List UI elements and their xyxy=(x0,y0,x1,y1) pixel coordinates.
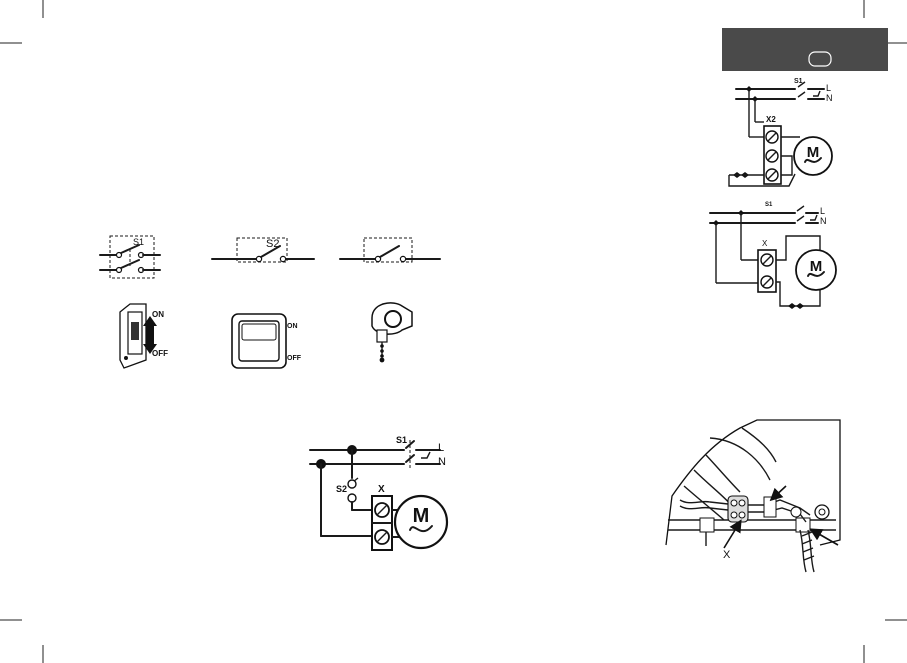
isolator-switch-icon: ON OFF xyxy=(120,304,168,368)
terminal-label-x2: X2 xyxy=(766,115,776,124)
fan-terminal-label: X xyxy=(723,549,731,561)
symbol-double-pole-switch: S1 xyxy=(100,236,160,278)
symbol-single-pole-switch xyxy=(340,238,440,262)
s2-label: S2 xyxy=(336,484,347,494)
pull-cord-switch-icon xyxy=(372,303,412,363)
fan-interior-illustration: X xyxy=(666,420,840,572)
terminal-label-s2: X xyxy=(378,484,385,495)
neutral-label-x2: N xyxy=(826,93,833,103)
neutral-label-x: N xyxy=(820,216,827,226)
isolator-off-label: OFF xyxy=(152,349,168,358)
wiring-diagram-x: M S1 X L N xyxy=(710,202,836,309)
neutral-label-s2: N xyxy=(438,456,446,468)
motor-label-s2: M xyxy=(413,505,430,527)
rocker-switch-icon: ON OFF xyxy=(232,314,302,368)
symbol-s1-label: S1 xyxy=(133,237,144,247)
rocker-off-label: OFF xyxy=(287,355,302,362)
motor-label-x: M xyxy=(810,258,823,275)
symbol-single-pole-switch-s2: S2 xyxy=(212,238,314,262)
motor-label-x2: M xyxy=(807,144,820,161)
s1-label-x-diagram: S1 xyxy=(765,202,773,208)
s1-label-s2-diagram: S1 xyxy=(396,435,407,445)
isolator-on-label: ON xyxy=(152,310,164,319)
rocker-on-label: ON xyxy=(287,323,298,330)
section-header-tab xyxy=(722,28,888,71)
terminal-label-x: X xyxy=(762,239,768,248)
s1-label-x2-diagram: S1 xyxy=(794,78,803,85)
line-label-x: L xyxy=(820,206,825,216)
line-label-s2: L xyxy=(438,442,444,454)
wiring-diagram-s2: M S1 S2 X L N xyxy=(310,435,447,550)
wiring-diagram-x2: M S1 X2 L N xyxy=(729,78,833,186)
symbol-s2-label: S2 xyxy=(266,238,279,250)
line-label-x2: L xyxy=(826,83,831,93)
